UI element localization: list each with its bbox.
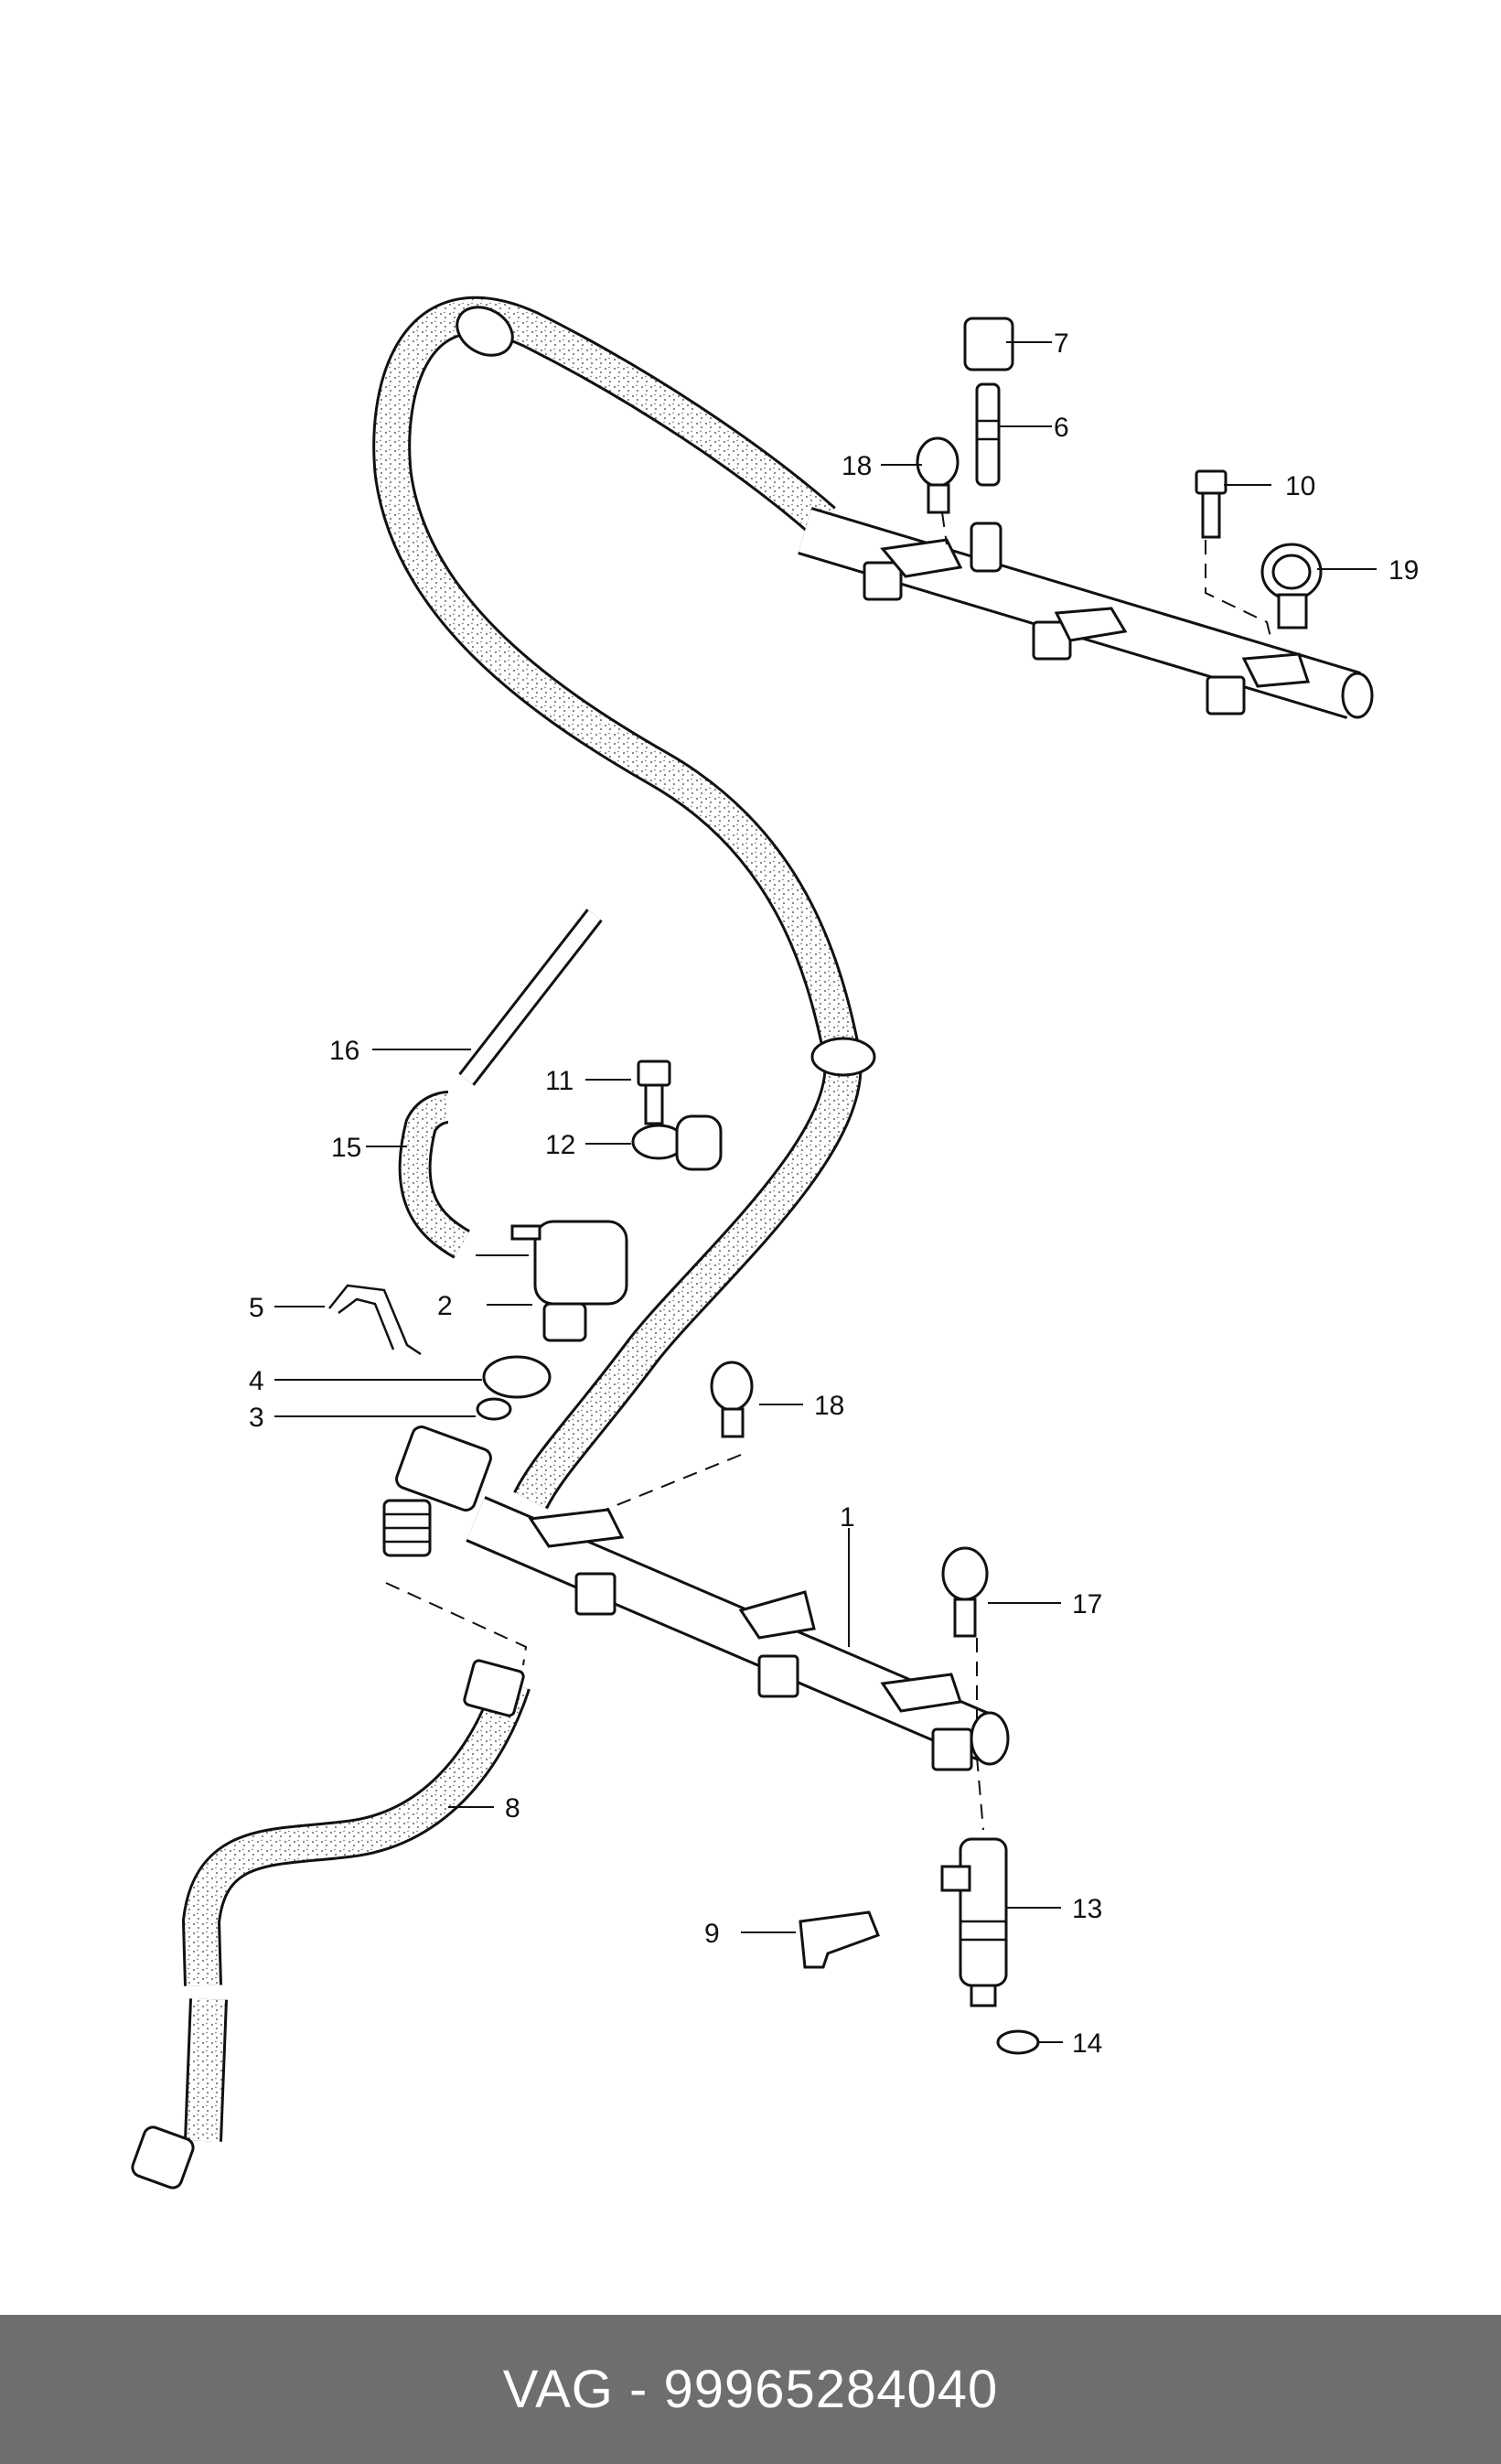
callout-3: 3 (249, 1403, 264, 1433)
injector-13 (940, 1837, 1008, 2007)
bolt-11 (637, 1060, 671, 1125)
fuel-hose-main (372, 296, 876, 1510)
clip-18-lower (710, 1361, 754, 1438)
o-ring-3 (476, 1397, 512, 1421)
clip-17 (941, 1546, 989, 1638)
lower-fuel-rail (382, 1426, 1010, 1771)
callout-19: 19 (1388, 555, 1419, 586)
sleeve-7 (963, 317, 1014, 371)
bracket-9 (799, 1910, 880, 1969)
callout-9: 9 (704, 1919, 720, 1949)
callout-8: 8 (505, 1793, 520, 1824)
fuel-rail-diagram: 7 6 18 10 19 16 11 12 15 2 5 4 3 18 1 17… (131, 296, 1419, 2190)
callout-11: 11 (545, 1066, 574, 1096)
callout-14: 14 (1072, 2028, 1102, 2059)
callout-18-lower: 18 (814, 1391, 844, 1421)
o-ring-4 (482, 1355, 552, 1399)
callout-4: 4 (249, 1366, 264, 1396)
callout-12: 12 (545, 1130, 575, 1160)
vacuum-line-16 (458, 909, 603, 1086)
pressure-regulator-2 (510, 1220, 628, 1342)
part-number-text: VAG - 99965284040 (502, 2360, 999, 2419)
leader-lines (274, 341, 1377, 2043)
callout-2: 2 (437, 1291, 453, 1321)
valve-body (970, 522, 1002, 573)
clip-18-upper (916, 436, 960, 514)
callout-1: 1 (840, 1502, 855, 1533)
callouts: 7 6 18 10 19 16 11 12 15 2 5 4 3 18 1 17… (249, 328, 1419, 2059)
seal-ring-14 (996, 2029, 1040, 2055)
callout-15: 15 (331, 1133, 361, 1163)
callout-6: 6 (1054, 413, 1069, 443)
fuel-hose-8 (131, 1659, 531, 2190)
bolt-10 (1195, 469, 1228, 539)
upper-fuel-rail (798, 507, 1374, 719)
test-valve-6 (975, 382, 1001, 487)
retaining-clip-5 (328, 1284, 422, 1356)
hose-clip-19 (1260, 543, 1323, 629)
callout-7: 7 (1054, 328, 1069, 359)
callout-13: 13 (1072, 1894, 1102, 1924)
callout-18-upper: 18 (842, 451, 872, 481)
callout-5: 5 (249, 1293, 264, 1323)
clamp-12 (631, 1114, 723, 1171)
callout-16: 16 (329, 1036, 359, 1066)
callout-17: 17 (1072, 1589, 1102, 1619)
callout-10: 10 (1285, 471, 1315, 501)
vacuum-hose-15 (398, 1091, 471, 1259)
part-number-banner: VAG - 99965284040 (0, 2315, 1501, 2464)
dashed-indicators (385, 511, 1272, 1831)
